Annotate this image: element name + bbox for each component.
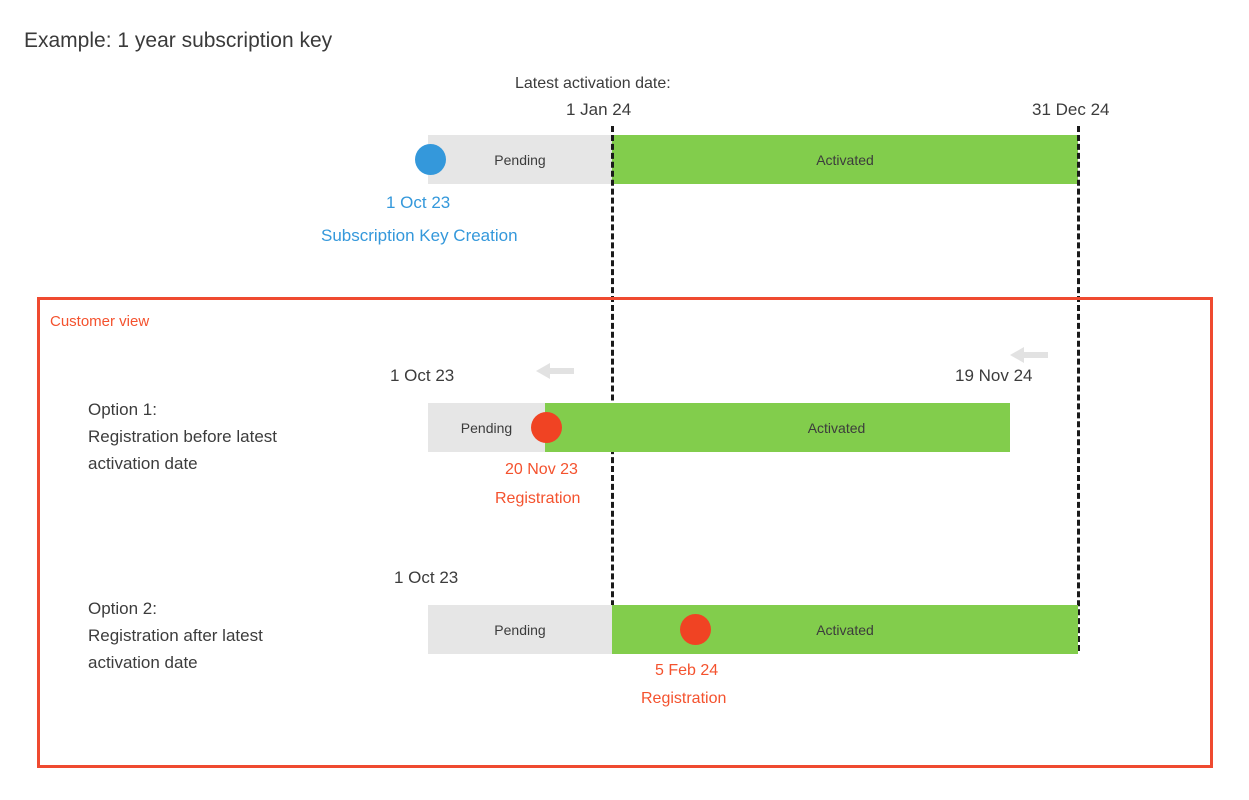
option-2-start-date-label: 1 Oct 23 bbox=[394, 568, 459, 587]
latest-activation-caption: Latest activation date: bbox=[515, 75, 671, 92]
customer-view-label: Customer view bbox=[50, 313, 150, 330]
top-activated-bar: Activated bbox=[612, 135, 1078, 184]
arrow-left-icon bbox=[1010, 347, 1048, 363]
option-2-activated-label: Activated bbox=[816, 621, 874, 638]
subscription-key-creation-dot-icon bbox=[415, 144, 446, 175]
top-pending-bar: Pending bbox=[428, 135, 612, 184]
option-1-end-date-label: 19 Nov 24 bbox=[955, 366, 1033, 385]
end-date-label: 31 Dec 24 bbox=[1032, 100, 1110, 119]
top-pending-label: Pending bbox=[494, 151, 546, 168]
option-1-description: Option 1: Registration before latest act… bbox=[88, 400, 277, 473]
arrow-left-icon bbox=[536, 363, 574, 379]
option-2-event-label: Registration bbox=[641, 690, 727, 707]
option-1-event-label: Registration bbox=[495, 490, 581, 507]
option-2-registration-dot-icon bbox=[680, 614, 711, 645]
latest-activation-guideline bbox=[611, 126, 614, 651]
option-1-registration-dot-icon bbox=[531, 412, 562, 443]
creation-date-label: 1 Oct 23 bbox=[386, 193, 451, 212]
option-2-pending-label: Pending bbox=[494, 621, 546, 638]
top-activated-label: Activated bbox=[816, 151, 874, 168]
option-1-pending-bar: Pending bbox=[428, 403, 545, 452]
option-2-pending-bar: Pending bbox=[428, 605, 612, 654]
option-2-event-date-label: 5 Feb 24 bbox=[655, 662, 719, 679]
page-title: Example: 1 year subscription key bbox=[24, 29, 333, 52]
option-1-activated-label: Activated bbox=[807, 419, 866, 436]
option-1-activated-bar: Activated bbox=[545, 403, 1010, 452]
latest-activation-date-label: 1 Jan 24 bbox=[566, 100, 632, 119]
option-1-pending-label: Pending bbox=[460, 419, 513, 436]
customer-view-box bbox=[37, 297, 1213, 768]
option-1-start-date-label: 1 Oct 23 bbox=[390, 366, 455, 385]
end-date-guideline bbox=[1077, 126, 1080, 651]
creation-note-label: Subscription Key Creation bbox=[321, 226, 518, 245]
option-1-event-date-label: 20 Nov 23 bbox=[505, 461, 578, 478]
option-2-description: Option 2: Registration after latest acti… bbox=[88, 599, 263, 672]
